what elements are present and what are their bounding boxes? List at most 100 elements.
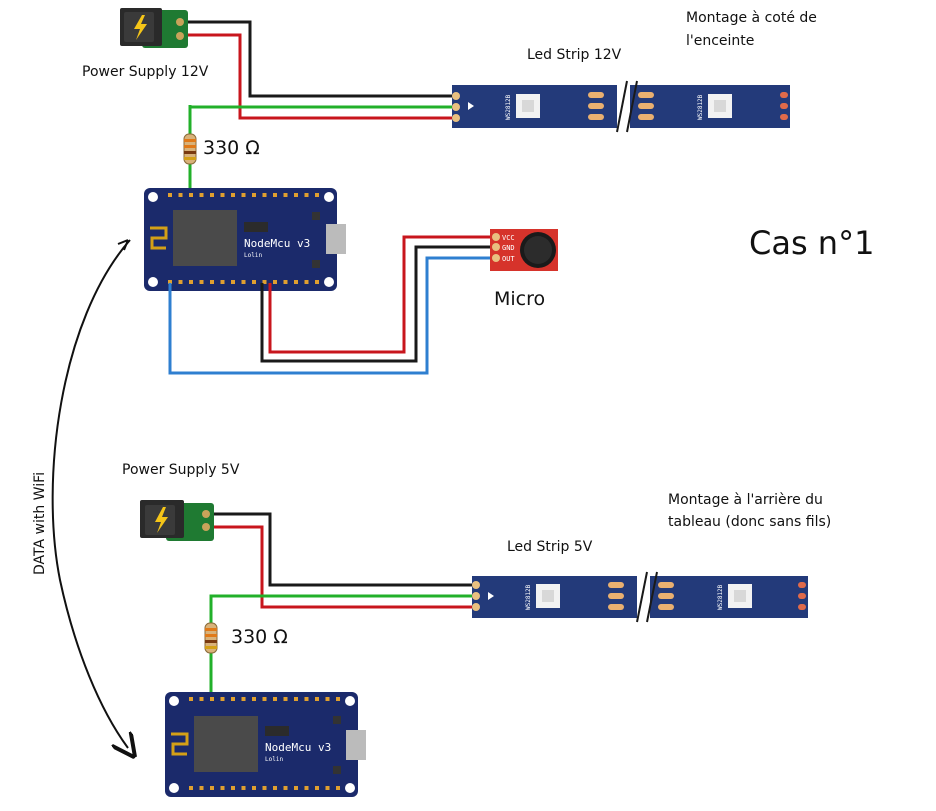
header-pin: [262, 697, 267, 701]
header-pin: [210, 193, 214, 197]
header-pin: [304, 280, 309, 284]
header-pin: [283, 697, 288, 701]
lightning-icon: [134, 15, 147, 40]
header-pin: [294, 697, 298, 701]
header-pin: [283, 193, 288, 197]
board-name-top: NodeMcu v3: [244, 237, 310, 250]
led-strip-5v-label: Led Strip 5V: [507, 539, 593, 555]
header-pin: [262, 193, 267, 197]
header-pin: [273, 193, 277, 197]
header-pin: [325, 786, 330, 790]
header-pin: [252, 280, 256, 284]
header-pin: [199, 697, 204, 701]
header-pin: [231, 193, 235, 197]
microphone-module: VCC GND OUT: [490, 229, 558, 271]
resistor-top: [183, 133, 197, 165]
header-pin: [210, 697, 214, 701]
header-pin: [189, 193, 193, 197]
header-pin: [168, 193, 172, 197]
header-pin: [178, 280, 183, 284]
nodemcu-board-top: [144, 188, 346, 291]
board-maker-bottom: Lolin: [265, 756, 283, 763]
header-pin: [241, 280, 246, 284]
header-pin: [252, 193, 256, 197]
led-strip-12v-label: Led Strip 12V: [527, 47, 622, 63]
mic-pin-vcc: VCC: [502, 234, 515, 242]
header-pin: [336, 786, 340, 790]
wires-mic: [168, 235, 496, 375]
board-name-bottom: NodeMcu v3: [265, 741, 331, 754]
header-pin: [315, 280, 319, 284]
header-pin: [304, 697, 309, 701]
header-pin: [231, 786, 235, 790]
header-pin: [241, 697, 246, 701]
header-pin: [262, 786, 267, 790]
strip-chip-label: WS2812B: [717, 584, 724, 610]
header-pin: [283, 786, 288, 790]
power-supply-12v: [120, 8, 188, 48]
header-pin: [262, 280, 267, 284]
header-pin: [210, 786, 214, 790]
header-pin: [220, 193, 225, 197]
header-pin: [199, 280, 204, 284]
header-pin: [273, 280, 277, 284]
power-supply-5v: [140, 500, 214, 541]
strip-chip-label: WS2812B: [697, 94, 704, 120]
header-pin: [294, 193, 298, 197]
header-pin: [231, 697, 235, 701]
strip-chip-label: WS2812B: [525, 584, 532, 610]
header-pin: [241, 193, 246, 197]
header-pin: [231, 280, 235, 284]
header-pin: [315, 193, 319, 197]
note-top-line1: Montage à coté de: [686, 10, 817, 26]
case-title: Cas n°1: [749, 224, 875, 262]
wires-top-power: [188, 20, 456, 196]
header-pin: [199, 193, 204, 197]
header-pin: [315, 786, 319, 790]
header-pin: [189, 786, 193, 790]
header-pin: [252, 697, 256, 701]
note-bottom-line2: tableau (donc sans fils): [668, 514, 832, 530]
resistor-top-label: 330 Ω: [203, 137, 260, 159]
mic-pin-out: OUT: [502, 255, 515, 263]
board-maker-top: Lolin: [244, 252, 262, 259]
nodemcu-board-bottom: [165, 692, 366, 797]
header-pin: [220, 786, 225, 790]
resistor-bottom: [204, 622, 218, 654]
header-pin: [273, 697, 277, 701]
note-bottom-line1: Montage à l'arrière du: [668, 492, 823, 508]
header-pin: [189, 697, 193, 701]
header-pin: [315, 697, 319, 701]
micro-label: Micro: [494, 288, 546, 310]
header-pin: [178, 193, 183, 197]
wifi-data-arrow: [51, 239, 130, 748]
lightning-icon: [155, 507, 168, 533]
header-pin: [273, 786, 277, 790]
led-strip-12v: [452, 80, 790, 133]
header-pin: [220, 697, 225, 701]
wires-bottom-power: [209, 512, 476, 697]
note-top-line2: l'enceinte: [686, 33, 755, 49]
strip-chip-label: WS2812B: [505, 94, 512, 120]
header-pin: [283, 280, 288, 284]
header-pin: [220, 280, 225, 284]
header-pin: [210, 280, 214, 284]
header-pin: [294, 280, 298, 284]
power-supply-5v-label: Power Supply 5V: [122, 462, 240, 478]
resistor-bottom-label: 330 Ω: [231, 626, 288, 648]
header-pin: [252, 786, 256, 790]
header-pin: [304, 786, 309, 790]
mic-pin-gnd: GND: [502, 244, 515, 252]
header-pin: [336, 697, 340, 701]
power-supply-12v-label: Power Supply 12V: [82, 64, 209, 80]
header-pin: [199, 786, 204, 790]
header-pin: [241, 786, 246, 790]
header-pin: [294, 786, 298, 790]
wifi-arrow-label: DATA with WiFi: [32, 471, 48, 575]
header-pin: [168, 280, 172, 284]
led-strip-5v: [472, 571, 808, 623]
header-pin: [189, 280, 193, 284]
header-pin: [304, 193, 309, 197]
header-pin: [325, 697, 330, 701]
